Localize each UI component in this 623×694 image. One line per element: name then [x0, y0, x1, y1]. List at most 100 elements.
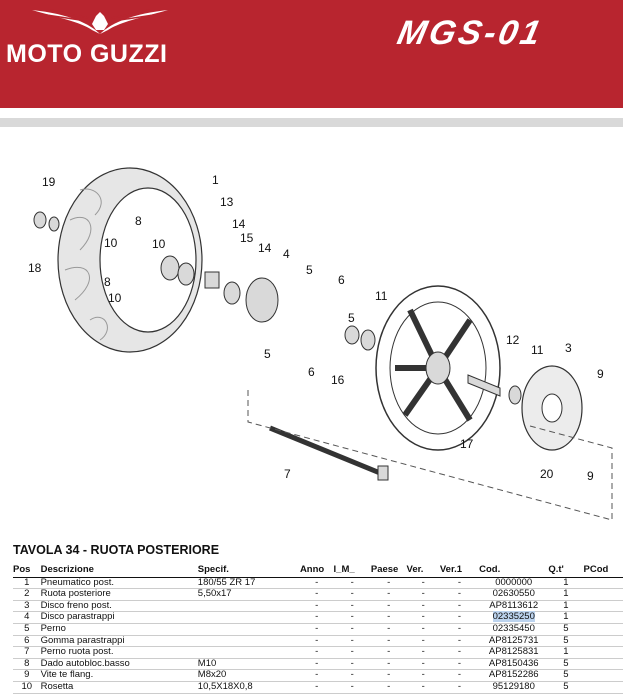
cell-text[interactable]: 0000000 [495, 576, 533, 588]
cell-text: - [457, 634, 462, 646]
cell-text: 7 [24, 646, 30, 658]
table-cell-desc: Vite te flang. [40, 670, 198, 682]
table-cell-spec: M10 [197, 658, 300, 671]
callout-label: 8 [135, 214, 142, 228]
table-cell-desc: Perno ruota post. [40, 646, 198, 659]
table-cell-ver: - [406, 658, 440, 671]
table-cell-paese: - [370, 612, 407, 624]
table-cell-qt: 1 [548, 577, 584, 590]
tyre-drawing [57, 167, 203, 353]
table-cell-pcod [583, 669, 623, 682]
cell-text: - [387, 622, 391, 634]
table-cell-qt: 1 [548, 612, 584, 624]
column-header: Cod. [479, 564, 549, 578]
column-header: Anno [299, 564, 334, 578]
table-cell-cod: AP8125731 [479, 634, 549, 648]
header-divider [0, 118, 623, 127]
table-cell-cod: 02335250 [479, 611, 549, 624]
table-cell-im: - [333, 612, 371, 624]
table-cell-ver: - [406, 646, 440, 659]
cell-text[interactable]: 02630550 [492, 588, 535, 600]
cell-text: - [315, 657, 319, 669]
table-cell-pos: 5 [13, 622, 41, 636]
table-cell-qt: 5 [548, 634, 584, 648]
table-cell-qt: 5 [548, 623, 584, 636]
cell-text: Ruota posteriore [40, 588, 111, 600]
table-cell-pos: 7 [13, 646, 41, 659]
cell-text: - [350, 646, 354, 658]
cell-text: - [387, 599, 391, 611]
cell-text: 5 [563, 669, 569, 681]
callout-label: 9 [587, 469, 594, 483]
cell-text: - [421, 588, 425, 600]
table-cell-ver1: - [439, 600, 480, 613]
exploded-wheel-diagram: 1 13 14 15 14 4 5 6 11 19 18 8 10 10 8 1… [28, 167, 613, 521]
column-header: Q.t' [548, 564, 584, 578]
table-cell-im: - [333, 635, 371, 648]
table-cell-cod: AP8125831 [479, 646, 549, 659]
table-cell-pcod [583, 681, 623, 694]
table-cell-ver1: - [439, 634, 480, 648]
cell-text[interactable]: AP8150436 [488, 657, 539, 669]
table-cell-desc: Disco freno post. [40, 600, 198, 613]
cell-text: 3 [24, 599, 30, 611]
column-header: Ver. [406, 564, 440, 578]
table-cell-paese: - [370, 588, 407, 601]
callout-label: 18 [28, 261, 42, 275]
cell-text: Disco parastrappi [40, 611, 115, 623]
table-cell-desc: Dado autobloc.basso [40, 658, 198, 671]
cell-text: - [315, 680, 319, 692]
cell-text: 5 [563, 634, 569, 646]
cell-text[interactable]: 02335250 [492, 611, 535, 623]
column-header: Specif. [197, 564, 300, 578]
cell-text: 5 [24, 622, 30, 634]
callout-label: 5 [306, 263, 313, 277]
table-cell-pcod [583, 577, 623, 590]
cell-text: Perno ruota post. [40, 646, 114, 658]
table-cell-qt: 5 [548, 681, 584, 694]
brand-name: MOTO GUZZI [6, 40, 168, 68]
cell-text[interactable]: 02335450 [492, 622, 535, 634]
cell-text: 4 [24, 611, 30, 623]
cell-text[interactable]: AP8125831 [488, 646, 539, 658]
table-cell-cod: AP8113612 [479, 599, 549, 613]
table-cell-ver1: - [439, 670, 480, 682]
model-name: MGS-01 [394, 14, 547, 52]
cell-text: - [387, 646, 391, 658]
table-cell-ver1: - [439, 588, 480, 601]
table-cell-anno: - [299, 623, 334, 636]
cell-text: - [315, 634, 319, 646]
brake-disc-drawing [521, 365, 583, 451]
cell-text: Pneumatico post. [40, 576, 114, 588]
table-cell-anno: - [299, 657, 334, 671]
rim-drawing [375, 285, 501, 451]
callout-label: 17 [460, 437, 474, 451]
cell-text[interactable]: 95129180 [492, 680, 535, 692]
table-cell-spec [197, 611, 300, 624]
cell-text: 180/55 ZR 17 [197, 576, 256, 588]
table-cell-cod: AP8152286 [479, 669, 549, 682]
cell-text: - [387, 657, 391, 669]
cell-text: - [315, 646, 319, 658]
table-cell-ver1: - [439, 681, 480, 694]
parts-table: Pos Descrizione Specif. Anno I_M_ Paese … [13, 564, 623, 694]
table-cell-paese: - [370, 599, 407, 613]
table-cell-desc: Perno [40, 623, 198, 636]
cell-text: - [457, 646, 462, 658]
cell-text: 8 [24, 657, 30, 669]
cell-text[interactable]: AP8113612 [489, 599, 539, 611]
table-cell-ver: - [406, 577, 440, 590]
callout-label: 5 [348, 311, 355, 325]
cell-text: 1 [24, 576, 30, 588]
cell-text: 5 [563, 657, 569, 669]
cell-text: 5,50x17 [197, 588, 232, 600]
table-cell-qt: 1 [548, 600, 584, 613]
cell-text: - [457, 611, 462, 623]
callout-label: 10 [104, 236, 118, 250]
cell-text[interactable]: AP8125731 [488, 634, 539, 646]
cell-text[interactable]: AP8152286 [488, 669, 539, 681]
